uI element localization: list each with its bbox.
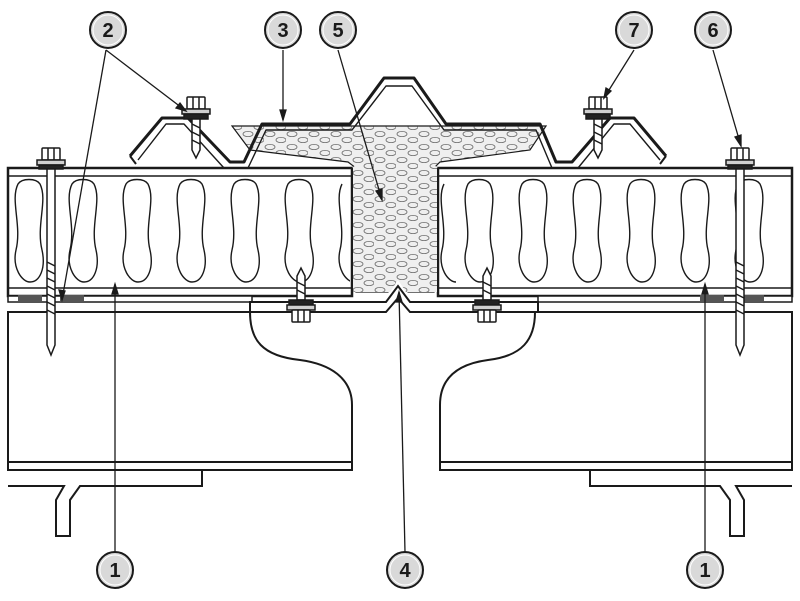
callout-1-right: 1 [686, 551, 724, 589]
callout-1-left: 1 [96, 551, 134, 589]
callout-1-right-label: 1 [699, 560, 710, 582]
callout-5: 5 [319, 11, 357, 49]
callout-7-label: 7 [628, 20, 639, 42]
panel-fixing-screw-right [725, 147, 755, 358]
cap-screw-left [181, 96, 211, 160]
callout-6-label: 6 [707, 20, 718, 42]
right-sandwich-panel [436, 166, 794, 303]
callout-4-label: 4 [399, 560, 411, 582]
right-steel-beam [439, 311, 793, 537]
left-sandwich-panel [6, 166, 354, 303]
callout-3: 3 [264, 11, 302, 49]
panel-joint-gap [351, 168, 439, 296]
cap-screw-right [583, 96, 613, 160]
bottom-joint-tape [249, 284, 539, 313]
left-steel-beam [7, 311, 353, 537]
callout-6: 6 [694, 11, 732, 49]
panel-fixing-screw-left [36, 147, 66, 358]
callout-2: 2 [89, 11, 127, 49]
callout-2-label: 2 [102, 20, 113, 42]
callout-7: 7 [615, 11, 653, 49]
callout-1-left-label: 1 [109, 560, 120, 582]
callout-3-label: 3 [277, 20, 288, 42]
mineral-wool-joint-infill [230, 125, 548, 293]
stitch-screw-left [286, 266, 316, 323]
callout-5-label: 5 [332, 20, 343, 42]
stitch-screw-right [472, 266, 502, 323]
callout-4: 4 [386, 551, 424, 589]
leader-lines [58, 49, 742, 553]
